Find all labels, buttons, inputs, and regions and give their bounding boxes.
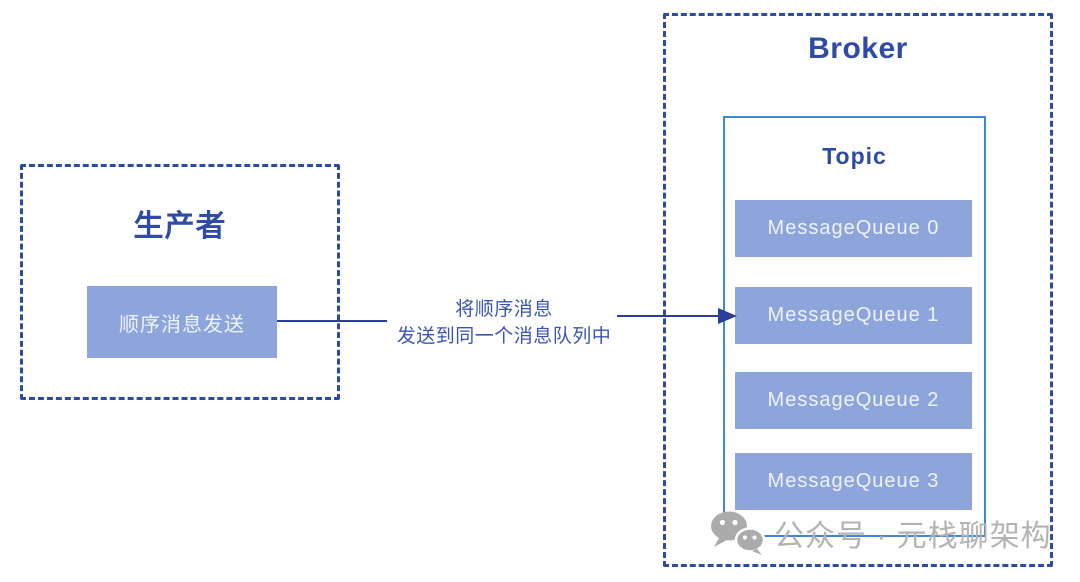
broker-title: Broker xyxy=(808,32,908,65)
arrow-label-line2: 发送到同一个消息队列中 xyxy=(396,326,612,347)
producer-group-box xyxy=(20,164,340,400)
topic-title: Topic xyxy=(822,143,887,169)
wechat-icon xyxy=(711,511,766,555)
queue-row-2: MessageQueue 2 xyxy=(735,372,972,429)
queue-row-3: MessageQueue 3 xyxy=(735,453,972,510)
watermark-text: 公众号 · 元栈聊架构 xyxy=(774,519,1052,553)
arrow-label-line1: 将顺序消息 xyxy=(455,299,553,320)
queue-row-1: MessageQueue 1 xyxy=(735,287,972,344)
producer-title: 生产者 xyxy=(133,210,227,243)
arrow-label: 将顺序消息 发送到同一个消息队列中 xyxy=(372,296,636,350)
producer-node: 顺序消息发送 xyxy=(87,286,277,358)
watermark: 公众号 · 元栈聊架构 xyxy=(710,509,1052,556)
broker-group-box xyxy=(663,13,1053,567)
queue-row-0: MessageQueue 0 xyxy=(735,200,972,257)
